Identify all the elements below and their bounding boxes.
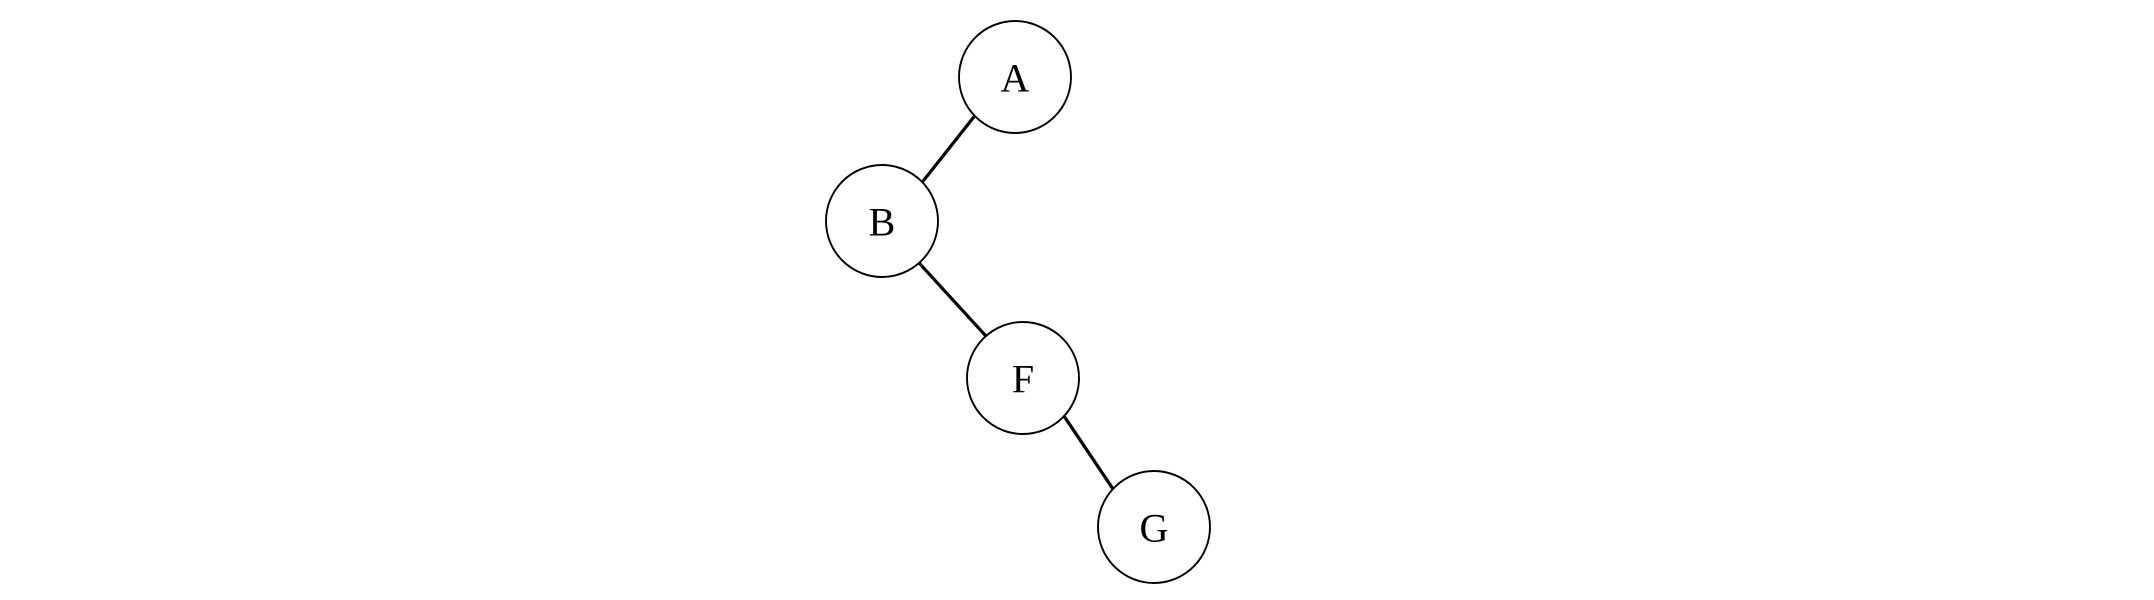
node-circle-f[interactable] [966, 321, 1080, 435]
node-label-b: B [869, 200, 896, 245]
nodes-layer: A B F G [825, 20, 1211, 584]
node-circle-a[interactable] [958, 20, 1072, 134]
node-label-g: G [1140, 506, 1169, 551]
graph-node-a[interactable]: A [958, 20, 1072, 134]
graph-edge-b-f [918, 262, 987, 337]
node-circle-b[interactable] [825, 164, 939, 278]
graph-edge-f-g [1062, 415, 1115, 490]
node-circle-g[interactable] [1097, 470, 1211, 584]
node-label-a: A [1001, 56, 1030, 101]
node-label-f: F [1012, 357, 1034, 402]
graph-node-f[interactable]: F [966, 321, 1080, 435]
edges-layer [918, 114, 1115, 490]
graph-edge-a-b [921, 114, 976, 184]
graph-node-g[interactable]: G [1097, 470, 1211, 584]
graph-node-b[interactable]: B [825, 164, 939, 278]
